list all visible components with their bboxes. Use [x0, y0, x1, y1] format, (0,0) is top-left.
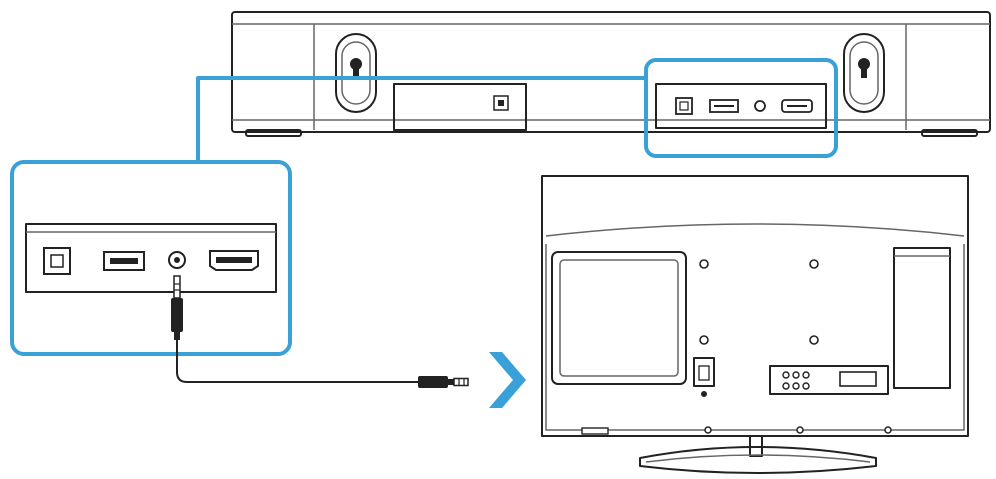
hdmi-port-icon: [209, 250, 259, 271]
soundbar-port-panel: [655, 83, 827, 129]
television-back: [541, 175, 969, 437]
port-highlight-frame: [644, 58, 838, 158]
power-port-recess: [393, 83, 527, 131]
aux-plug-icon: [171, 275, 183, 340]
optical-port-icon: [43, 247, 71, 275]
soundbar: [231, 11, 991, 137]
aux-port-icon: [168, 251, 186, 269]
wall-mount-keyhole-right: [843, 33, 885, 113]
aux-cable: [176, 339, 469, 388]
usb-port-icon: [103, 251, 145, 271]
chevron-right-icon: [489, 352, 526, 408]
television-stand: [639, 435, 877, 474]
tv-input-panel: [769, 365, 889, 395]
zoomed-port-panel: [10, 160, 292, 356]
zoom-connector-line: [196, 76, 646, 162]
wall-mount-keyhole-left: [335, 33, 377, 113]
